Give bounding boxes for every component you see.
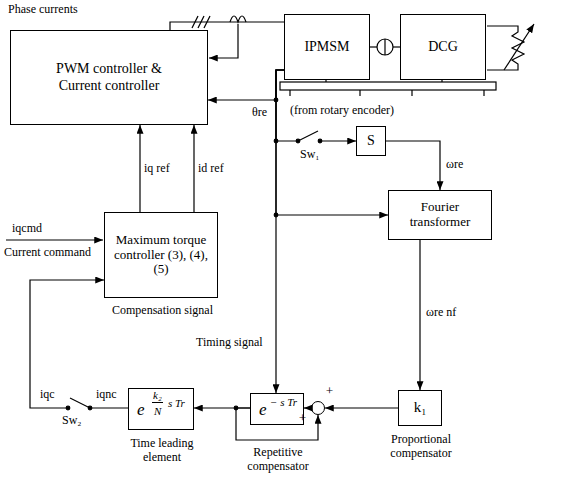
connector <box>276 70 388 215</box>
phase-slash <box>192 16 198 28</box>
current-feedback-wire <box>209 24 238 58</box>
bed-foot <box>289 90 290 96</box>
node-text: Fourier transformer <box>400 200 480 230</box>
signal-label: id ref <box>198 162 224 175</box>
connector <box>304 407 311 408</box>
signal-label: iq ref <box>144 162 170 175</box>
phase-slash <box>204 16 210 28</box>
current-sensor <box>230 16 246 22</box>
time-lead-box: ek₂Ns TrTime leading element <box>128 388 194 430</box>
node-text: e <box>137 401 145 418</box>
connector <box>208 70 284 100</box>
node-text: Time leading element <box>120 437 204 465</box>
switch-lead <box>66 407 68 408</box>
command-wire <box>6 239 103 240</box>
node-text: + <box>325 384 334 397</box>
generator-box: DCG <box>400 14 486 80</box>
connector <box>30 280 128 408</box>
signal-label: Timing signal <box>196 336 263 349</box>
connector <box>193 125 194 212</box>
connector <box>194 407 250 408</box>
node-text: Proportional compensator <box>379 433 463 461</box>
signal-label: (from rotary encoder) <box>290 104 394 117</box>
node-text: k₂ <box>152 390 163 403</box>
signal-label: iqcmd <box>12 222 42 235</box>
signal-label: ωre nf <box>426 306 456 319</box>
node-text: IPMSM <box>304 39 349 55</box>
node-text: k₁ <box>414 399 427 416</box>
summing-junction: ++ <box>311 401 325 415</box>
connector <box>170 22 284 30</box>
bed-foot <box>411 90 412 96</box>
node-text: e <box>259 401 267 418</box>
connector <box>139 125 140 212</box>
signal-label: Phase currents <box>8 3 78 16</box>
node-text: S <box>367 133 375 149</box>
connector <box>276 70 284 393</box>
motor-box: IPMSM <box>284 14 370 80</box>
connector <box>325 407 398 408</box>
node-text: Maximum torque controller (3), (4), (5) <box>109 233 213 278</box>
junction-dot <box>234 406 238 410</box>
switch-contact <box>318 139 322 143</box>
switch-contact <box>296 139 300 143</box>
torque-controller-box: Maximum torque controller (3), (4), (5) <box>104 212 218 298</box>
node-text: s Tr <box>168 398 185 409</box>
switch-blade <box>70 398 90 408</box>
gain-box: k₁Proportional compensator <box>398 390 442 426</box>
switch-contact <box>88 406 92 410</box>
motor-mount <box>325 80 326 82</box>
signal-label: θre <box>252 106 267 119</box>
controller-box: PWM controller & Current controller <box>10 30 208 125</box>
machine-bed <box>280 82 496 90</box>
signal-label: ωre <box>446 158 463 171</box>
node-text: PWM controller & Current controller <box>34 61 184 93</box>
junction-dot <box>274 98 278 102</box>
signal-label: Current command <box>4 246 91 259</box>
node-text: N <box>154 406 161 417</box>
variable-arrow <box>504 24 534 70</box>
connector <box>236 408 318 440</box>
node-text: Repetitive compensator <box>236 446 320 474</box>
repetitive-box: e− s TrRepetitive compensator <box>250 393 304 425</box>
switch-lead <box>90 407 92 408</box>
signal-label: iqnc <box>96 388 117 401</box>
signal-label: Sw₁ <box>300 148 320 161</box>
node-text: + <box>298 411 307 424</box>
signal-label: Compensation signal <box>112 304 213 317</box>
shaft-coupling <box>377 39 393 55</box>
junction-dot <box>274 139 278 143</box>
generator-mount <box>441 80 442 82</box>
signal-label: iqc <box>40 388 55 401</box>
phase-slash <box>198 16 204 28</box>
switch-blade <box>298 131 318 141</box>
switch-gap <box>66 402 92 412</box>
switch-contact <box>66 406 70 410</box>
connector <box>386 141 440 190</box>
switch-gap <box>296 136 322 146</box>
fourier-box: Fourier transformer <box>388 190 492 240</box>
bed-foot <box>359 90 360 96</box>
node-text: DCG <box>428 39 458 55</box>
coupling-mark <box>384 39 385 55</box>
junction-dot <box>274 213 278 217</box>
node-text: − s Tr <box>270 397 297 408</box>
derivative-box: S <box>356 126 386 156</box>
signal-label: Sw₂ <box>62 414 82 427</box>
connector <box>419 240 420 390</box>
bed-foot <box>483 90 484 96</box>
